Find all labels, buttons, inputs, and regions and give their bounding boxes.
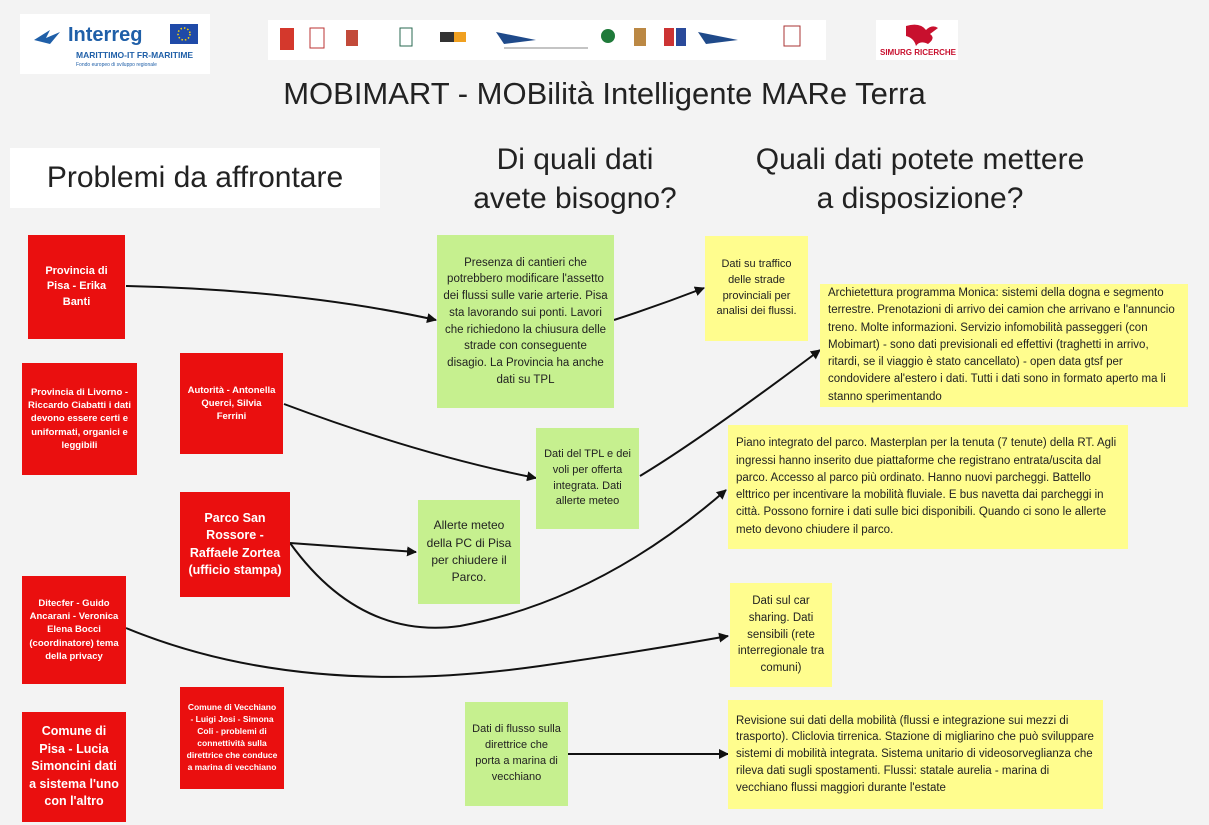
- arrow-cantieri-to-traffico: [613, 286, 705, 321]
- arrow-pisa-to-cantieri: [125, 285, 437, 323]
- red-note-autorita: Autorità - Antonella Querci, Silvia Ferr…: [180, 353, 283, 454]
- arrow-parco-to-piano: [289, 489, 727, 629]
- simurg-logo: SIMURG RICERCHE: [876, 20, 958, 60]
- interreg-name: Interreg: [68, 24, 143, 46]
- yellow-note-piano-parco: Piano integrato del parco. Masterplan pe…: [728, 425, 1128, 549]
- green-note-tpl-voli: Dati del TPL e dei voli per offerta inte…: [536, 428, 639, 529]
- simurg-name: SIMURG RICERCHE: [879, 48, 956, 57]
- interreg-swallow-icon: [34, 24, 198, 44]
- problems-heading-box: [10, 148, 380, 208]
- yellow-note-traffico: Dati su traffico delle strade provincial…: [705, 236, 808, 341]
- arrow-ditecfer-to-carsharing: [125, 627, 729, 678]
- yellow-note-monica: Archietettura programma Monica: sistemi …: [820, 284, 1188, 407]
- interreg-fund: Fondo europeo di sviluppo regionale: [76, 62, 157, 68]
- green-note-cantieri: Presenza di cantieri che potrebbero modi…: [437, 235, 614, 408]
- red-note-comune-vecchiano: Comune di Vecchiano - Luigi Josi - Simon…: [180, 687, 284, 789]
- interreg-program: MARITTIMO-IT FR-MARITIME: [76, 50, 194, 60]
- arrow-autorita-to-tpl: [283, 403, 537, 482]
- offer-heading: Quali dati potete mettere a disposizione…: [755, 143, 1085, 215]
- green-note-allerte-meteo: Allerte meteo della PC di Pisa per chiud…: [418, 500, 520, 604]
- needs-heading: Di quali dati avete bisogno?: [473, 143, 677, 215]
- yellow-note-car-sharing: Dati sul car sharing. Dati sensibili (re…: [730, 583, 832, 687]
- page-title: MOBIMART - MOBilità Intelligente MARe Te…: [283, 76, 926, 111]
- simurg-bird-icon: [906, 24, 938, 46]
- red-note-provincia-livorno: Provincia di Livorno - Riccardo Ciabatti…: [22, 363, 137, 475]
- arrow-parco-to-allerte: [289, 542, 417, 557]
- red-note-provincia-pisa: Provincia di Pisa - Erika Banti: [28, 235, 125, 339]
- green-note-flusso: Dati di flusso sulla direttrice che port…: [465, 702, 568, 806]
- partner-logos-strip: [268, 20, 826, 60]
- red-note-comune-pisa: Comune di Pisa - Lucia Simoncini dati a …: [22, 712, 126, 822]
- red-note-parco-san-rossore: Parco San Rossore - Raffaele Zortea (uff…: [180, 492, 290, 597]
- problems-heading: Problemi da affrontare: [46, 161, 344, 194]
- yellow-note-revisione: Revisione sui dati della mobilità (fluss…: [728, 700, 1103, 809]
- interreg-logo: Interreg MARITTIMO-IT FR-MARITIME Fondo …: [20, 14, 210, 74]
- red-note-ditecfer: Ditecfer - Guido Ancarani - Veronica Ele…: [22, 576, 126, 684]
- partner-logos-icon: [280, 25, 801, 50]
- arrow-tpl-to-monica: [639, 349, 821, 477]
